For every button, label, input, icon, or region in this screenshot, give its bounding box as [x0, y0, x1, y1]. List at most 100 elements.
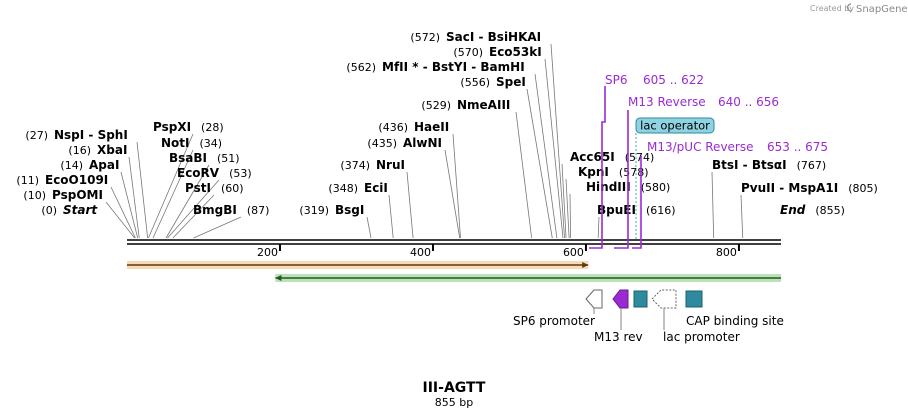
site-position: (51) [217, 152, 240, 165]
feature-sp6-promoter[interactable]: SP6 promoter [513, 289, 603, 328]
primer-m13-puc-reverse-label: M13/pUC Reverse [647, 140, 754, 154]
primer-sp6-label: SP6 [605, 73, 628, 87]
lac-operator-box [635, 117, 715, 134]
site-hindiii[interactable]: HindIII (580) [569, 180, 671, 239]
feature-lac-operator-box[interactable] [633, 290, 648, 308]
site-name: HindIII [586, 180, 631, 194]
site-position: (572) [410, 31, 440, 44]
orf-tracks [127, 261, 781, 282]
site-position: (580) [641, 181, 671, 194]
site-position: (578) [619, 166, 649, 179]
site-name: ApaI [89, 158, 119, 172]
site-position: (616) [646, 204, 676, 217]
site-name: BmgBI [193, 203, 237, 217]
site-position: (348) [328, 182, 358, 195]
site-xbai[interactable]: XbaI(16) [68, 143, 140, 239]
site-nspi-sphi[interactable]: NspI - SphI(27) [25, 128, 149, 239]
scale-tick-label: 200 [257, 246, 278, 259]
primer-m13-reverse[interactable]: M13 Reverse 640 .. 656 [614, 95, 779, 249]
orange-orf-bar[interactable] [127, 261, 589, 269]
site-position: (0) [41, 204, 57, 217]
feature-m13-rev[interactable]: M13 rev [594, 289, 643, 344]
site-leader-line [152, 149, 194, 239]
site-position: (805) [848, 182, 878, 195]
site-name: MfII * - BstYI - BamHI [382, 60, 525, 74]
site-bmgbi[interactable]: BmgBI (87) [193, 203, 270, 239]
site-position: (27) [25, 129, 48, 142]
m13-rev-arrow-icon [612, 289, 629, 309]
site-position: (11) [16, 174, 39, 187]
restriction-sites: Start (0) PspOMI (10) EcoO109I (11) ApaI(14)Xb… [16, 30, 878, 239]
site-bpuei[interactable]: BpuEI(616) [597, 203, 676, 239]
feature-lac-promoter[interactable]: lac promoter [651, 289, 740, 344]
site-position: (570) [453, 46, 483, 59]
site-name: NmeAIII [457, 98, 510, 112]
primer-m13-puc-reverse[interactable]: M13/pUC Reverse 653 .. 675 [632, 140, 828, 249]
site-position: (10) [23, 189, 46, 202]
site-bsgi[interactable]: BsgI(319) [299, 203, 372, 239]
site-name: PspXI [153, 120, 191, 134]
site-btsi-bts-i[interactable]: BtsI - BtsαI (767) [711, 158, 827, 239]
m13-rev-label: M13 rev [594, 330, 643, 344]
site-leader-line [172, 194, 215, 239]
site-position: (60) [221, 182, 244, 195]
site-acc65i[interactable]: Acc65I (574) [561, 150, 655, 239]
scale-tick-label: 800 [716, 246, 737, 259]
site-alwni[interactable]: AlwNI(435) [367, 136, 461, 239]
site-haeii[interactable]: HaeII(436) [378, 120, 461, 239]
lac-operator[interactable]: lac operator [635, 117, 715, 240]
green-orf-bar[interactable] [275, 274, 781, 282]
site-ecii[interactable]: EciI(348) [328, 181, 394, 239]
primer-sp6-line [589, 86, 606, 249]
credit-prefix: Created by [810, 4, 854, 13]
site-name: Acc65I [570, 150, 615, 164]
scale-tick-label: 400 [410, 246, 431, 259]
site-pspomi[interactable]: PspOMI (10) [23, 188, 135, 239]
site-position: (562) [346, 61, 376, 74]
site-pvuii-mspa1i[interactable]: PvuII - MspA1I(805) [740, 181, 878, 239]
site-end[interactable]: End(855) [780, 203, 845, 217]
site-pspxi[interactable]: PspXI(28) [148, 120, 224, 239]
site-ecorv[interactable]: EcoRV(53) [167, 166, 252, 239]
site-mfii-bstyi-bamhi[interactable]: MfII * - BstYI - BamHI (562) [346, 60, 558, 239]
primer-m13-puc-reverse-line [632, 156, 642, 249]
site-saci-bsihkai[interactable]: SacI - BsiHKAI (572) [410, 30, 565, 239]
site-eco53ki[interactable]: Eco53kI(570) [453, 45, 564, 239]
site-start[interactable]: Start (0) [41, 203, 98, 217]
site-name: NruI [376, 158, 405, 172]
site-name: SacI - BsiHKAI [446, 30, 541, 44]
site-leader-line [740, 194, 744, 239]
site-leader-line [452, 133, 461, 239]
primer-m13-reverse-range: 640 .. 656 [718, 95, 779, 109]
site-leader-line [105, 201, 135, 239]
site-name: PspOMI [52, 188, 103, 202]
site-leader-line [526, 88, 553, 239]
site-name: EcoO109I [45, 173, 108, 187]
orf-forward-arrow-icon [582, 262, 589, 268]
site-ecoo109i[interactable]: EcoO109I (11) [16, 173, 136, 239]
credit-brand: SnapGene [856, 4, 908, 15]
site-name: BtsI - BtsαI [712, 158, 787, 172]
site-bsabi[interactable]: BsaBI(51) [165, 151, 240, 239]
feature-cap-binding-site[interactable]: CAP binding site [685, 290, 784, 328]
site-position: (574) [625, 151, 655, 164]
site-position: (319) [299, 204, 329, 217]
lac-operator-feature-icon [633, 290, 648, 308]
site-position: (767) [797, 159, 827, 172]
site-noti[interactable]: NotI(34) [152, 136, 222, 239]
site-leader-line [167, 179, 220, 239]
snapgene-logo-icon [846, 3, 852, 12]
site-nrui[interactable]: NruI(374) [340, 158, 414, 239]
site-apai[interactable]: ApaI(14) [60, 158, 139, 239]
site-name: Start [63, 203, 98, 217]
site-spei[interactable]: SpeI(556) [460, 75, 553, 239]
site-position: (87) [247, 204, 270, 217]
primer-sp6[interactable]: SP6 605 .. 622 [589, 73, 704, 249]
site-nmeaiii[interactable]: NmeAIII(529) [421, 98, 533, 239]
cap-binding-site-label: CAP binding site [686, 314, 784, 328]
site-psti[interactable]: PstI(60) [172, 181, 244, 239]
map-length: 855 bp [435, 396, 473, 409]
site-position: (855) [815, 204, 845, 217]
